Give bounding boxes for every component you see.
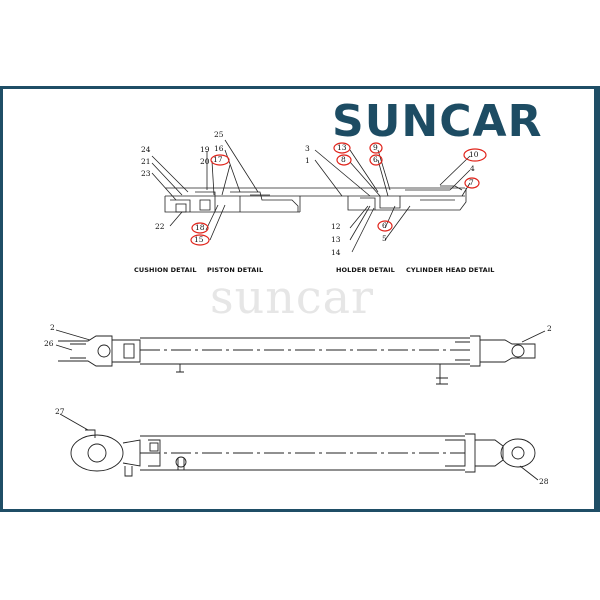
callout-5: 5: [382, 234, 387, 243]
caption-cushion-detail: CUSHION DETAIL: [134, 266, 197, 274]
callout-10: 10: [469, 150, 479, 159]
frame-right-edge: [594, 86, 600, 512]
callout-25: 25: [214, 130, 224, 139]
caption-piston-detail: PISTON DETAIL: [207, 266, 264, 274]
callout-17: 17: [213, 155, 223, 164]
callout-9: 9: [373, 143, 378, 152]
diagram-frame: [0, 86, 594, 512]
callout-2-left: 2: [50, 323, 55, 332]
callout-15: 15: [194, 235, 204, 244]
watermark: suncar: [210, 270, 375, 324]
callout-12: 12: [331, 222, 341, 231]
callout-13: 13: [337, 143, 347, 152]
caption-cylinder-head-detail: CYLINDER HEAD DETAIL: [406, 266, 495, 274]
callout-7: 7: [469, 178, 474, 187]
callout-21: 21: [141, 157, 151, 166]
callout-18: 18: [195, 223, 205, 232]
callout-14: 14: [331, 248, 341, 257]
callout-1: 1: [305, 156, 310, 165]
callout-23: 23: [141, 169, 151, 178]
callout-16: 16: [214, 144, 224, 153]
callout-6-lower: 6: [382, 221, 387, 230]
callout-28: 28: [539, 477, 549, 486]
callout-20: 20: [200, 157, 210, 166]
callout-27: 27: [55, 407, 65, 416]
callout-19: 19: [200, 145, 210, 154]
callout-3: 3: [305, 144, 310, 153]
callout-13-lower: 13: [331, 235, 341, 244]
suncar-logo: SUNCAR: [332, 96, 543, 147]
callout-8: 8: [341, 155, 346, 164]
callout-2-right: 2: [547, 324, 552, 333]
callout-26: 26: [44, 339, 54, 348]
callout-6-upper: 6: [373, 155, 378, 164]
callout-24: 24: [141, 145, 151, 154]
callout-22: 22: [155, 222, 165, 231]
caption-holder-detail: HOLDER DETAIL: [336, 266, 395, 274]
callout-4: 4: [470, 164, 475, 173]
